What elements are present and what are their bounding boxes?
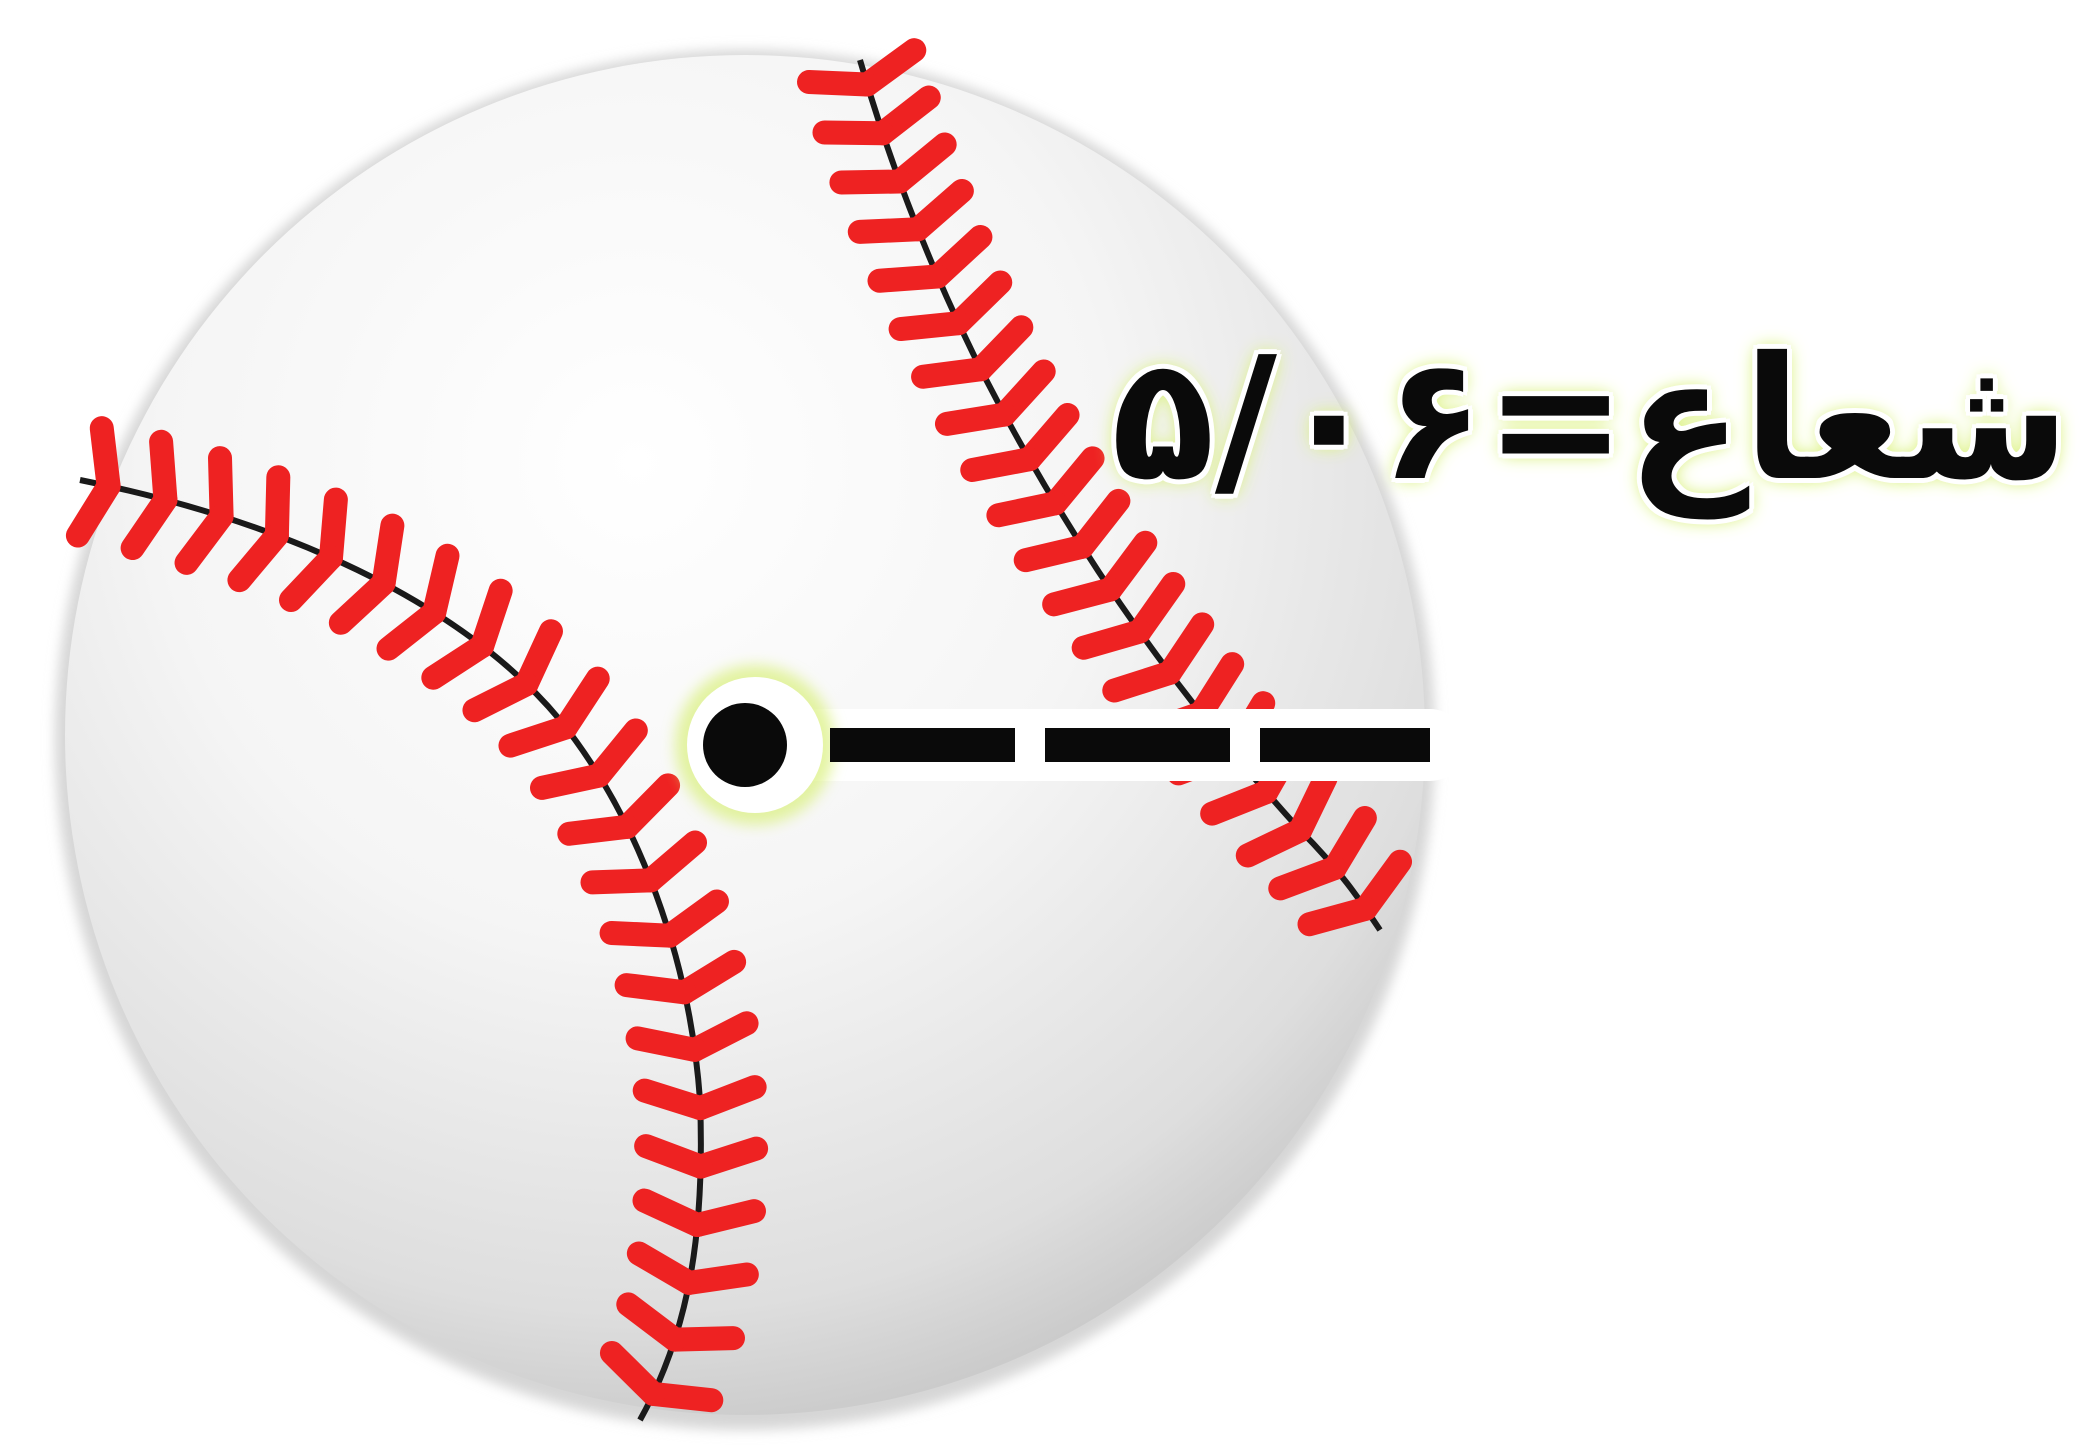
stitch-mark [1297, 896, 1378, 937]
stitch-mark [1013, 534, 1095, 573]
stitch-mark [65, 474, 121, 548]
stitch-mark [599, 920, 682, 948]
stitch-mark [888, 311, 971, 342]
stitch-mark [847, 217, 930, 244]
stitch-mark [614, 973, 697, 1005]
stitch-mark [1042, 577, 1123, 617]
stitch-mark [626, 1241, 702, 1295]
stitch-mark [632, 1078, 713, 1121]
stitch-mark [634, 1134, 713, 1179]
stitch-mark [376, 600, 447, 661]
stitch-mark [829, 169, 912, 195]
stitch-mark [812, 120, 895, 146]
stitch-mark [498, 715, 578, 758]
stitch-mark [796, 70, 880, 97]
stitches [65, 38, 1413, 1413]
stitch-mark [462, 672, 539, 723]
stitch-mark [421, 633, 495, 690]
stitch-mark [599, 1340, 666, 1406]
stitch-mark [580, 868, 663, 895]
stitch-mark [632, 1188, 710, 1237]
stitch-mark [625, 1026, 707, 1062]
stitch-mark [120, 487, 178, 561]
stitch-mark [616, 1292, 687, 1352]
stitch-mark [1268, 855, 1347, 901]
stitch-mark [174, 504, 234, 575]
stitch-mark [867, 264, 950, 293]
stitch-mark [530, 763, 611, 800]
stitch-mark [911, 357, 993, 389]
stitch-mark [227, 523, 289, 593]
stitch-mark [557, 814, 640, 846]
radius-label: شعاع=۵/۰۶ [1111, 321, 2070, 519]
stitch-mark [986, 491, 1068, 528]
stitch-mark [960, 447, 1042, 483]
stitch-mark [1071, 619, 1152, 660]
stitch-mark [1200, 780, 1279, 826]
center-point [703, 703, 787, 787]
stitch-mark [1102, 660, 1182, 703]
stitch-mark [1235, 818, 1313, 868]
stitch-mark [934, 402, 1017, 436]
stitch-mark [278, 545, 344, 613]
stitch-mark [328, 571, 396, 635]
